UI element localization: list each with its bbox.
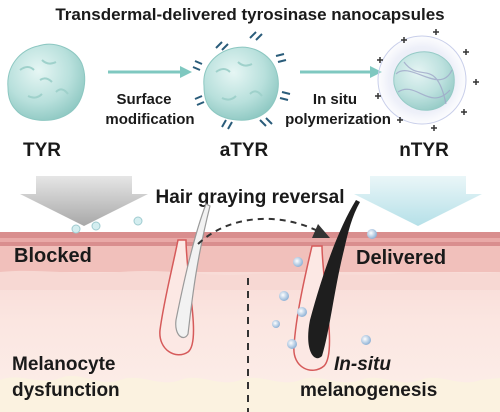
step2-line1: In situ	[313, 91, 357, 108]
diagram-title: Transdermal-delivered tyrosinase nanocap…	[55, 5, 444, 24]
tyr-particle	[8, 44, 85, 120]
right-caption-line2: melanogenesis	[300, 380, 437, 401]
blocked-label: Blocked	[14, 245, 92, 267]
tyr-label: TYR	[23, 140, 61, 161]
right-caption-line1: In-situ	[334, 354, 391, 375]
step2-line2: polymerization	[285, 111, 391, 128]
hair-reversal-label: Hair graying reversal	[155, 187, 344, 208]
ntyr-label: nTYR	[399, 140, 449, 161]
step-arrow-2	[300, 66, 382, 78]
left-caption-line1: Melanocyte	[12, 354, 115, 375]
atyr-label: aTYR	[220, 140, 269, 161]
step1-line1: Surface	[116, 91, 171, 108]
atyr-particle	[193, 32, 290, 129]
step1-line2: modification	[105, 111, 194, 128]
skin-layer-2	[0, 238, 500, 242]
delivered-arrow	[354, 176, 482, 226]
left-caption-line2: dysfunction	[12, 380, 120, 401]
blocked-arrow	[20, 176, 148, 226]
delivered-label: Delivered	[356, 247, 446, 269]
step-arrow-1	[108, 66, 192, 78]
